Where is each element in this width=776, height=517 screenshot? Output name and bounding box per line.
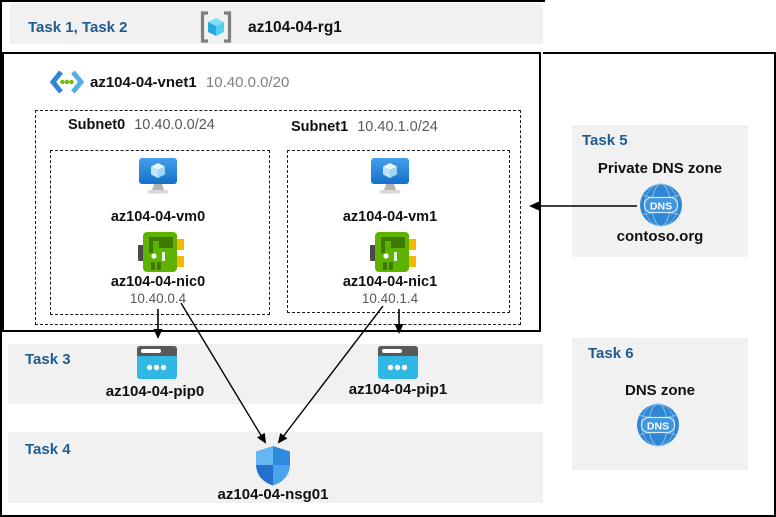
nic0-ip: 10.40.0.4 [129,291,187,306]
nic1-ip: 10.40.1.4 [361,291,419,306]
subnet1-cidr: 10.40.1.0/24 [357,119,438,135]
subnet0-box [50,150,270,315]
subnets-container [35,110,521,325]
task3-label: Task 3 [25,351,71,368]
task12-label: Task 1, Task 2 [28,19,128,36]
vnet-name: az104-04-vnet1 [90,74,197,91]
dns-zone-icon: DNS [636,403,680,447]
subnet1-name: Subnet1 [291,119,349,135]
subnet0-name: Subnet0 [68,117,126,133]
vnet-cidr: 10.40.0.0/20 [205,74,290,91]
task5-label: Task 5 [582,132,628,149]
resource-group-icon [198,10,234,44]
virtual-network-icon [50,68,84,96]
subnet0-label: Subnet0 10.40.0.0/24 [68,117,215,133]
resource-group-name: az104-04-rg1 [248,19,342,36]
task6-label: Task 6 [588,345,634,362]
pip0-label: az104-04-pip0 [105,383,205,400]
vm0-label: az104-04-vm0 [110,209,206,225]
task3-band [8,344,543,404]
task6-title: DNS zone [624,382,695,399]
nic0-label: az104-04-nic0 [110,274,206,290]
task5-title: Private DNS zone [597,160,723,177]
private-dns-zone-icon: DNS [639,183,683,227]
dns-badge-text-5: DNS [650,201,672,213]
dns-badge-text-6: DNS [647,421,669,433]
nsg-shield-icon [252,445,294,486]
task4-label: Task 4 [25,441,71,458]
vm1-icon [370,158,410,196]
pip0-icon [137,346,177,379]
subnet0-cidr: 10.40.0.0/24 [134,117,215,133]
nic1-label: az104-04-nic1 [342,274,438,290]
border-top [0,0,545,2]
border-left [0,0,2,517]
subnet1-label: Subnet1 10.40.1.0/24 [291,119,438,135]
vm0-icon [138,158,178,196]
nic0-icon [138,230,184,274]
pip1-label: az104-04-pip1 [348,381,448,398]
header-band [10,3,543,44]
pip1-icon [378,346,418,379]
border-bottom [0,515,776,517]
task5-zone-name: contoso.org [616,228,704,245]
vnet-title: az104-04-vnet1 10.40.0.0/20 [90,74,289,91]
border-step [543,52,776,54]
vm1-label: az104-04-vm1 [342,209,438,225]
nsg-label: az104-04-nsg01 [217,486,329,503]
border-right [774,52,776,517]
nic1-icon [370,230,416,274]
